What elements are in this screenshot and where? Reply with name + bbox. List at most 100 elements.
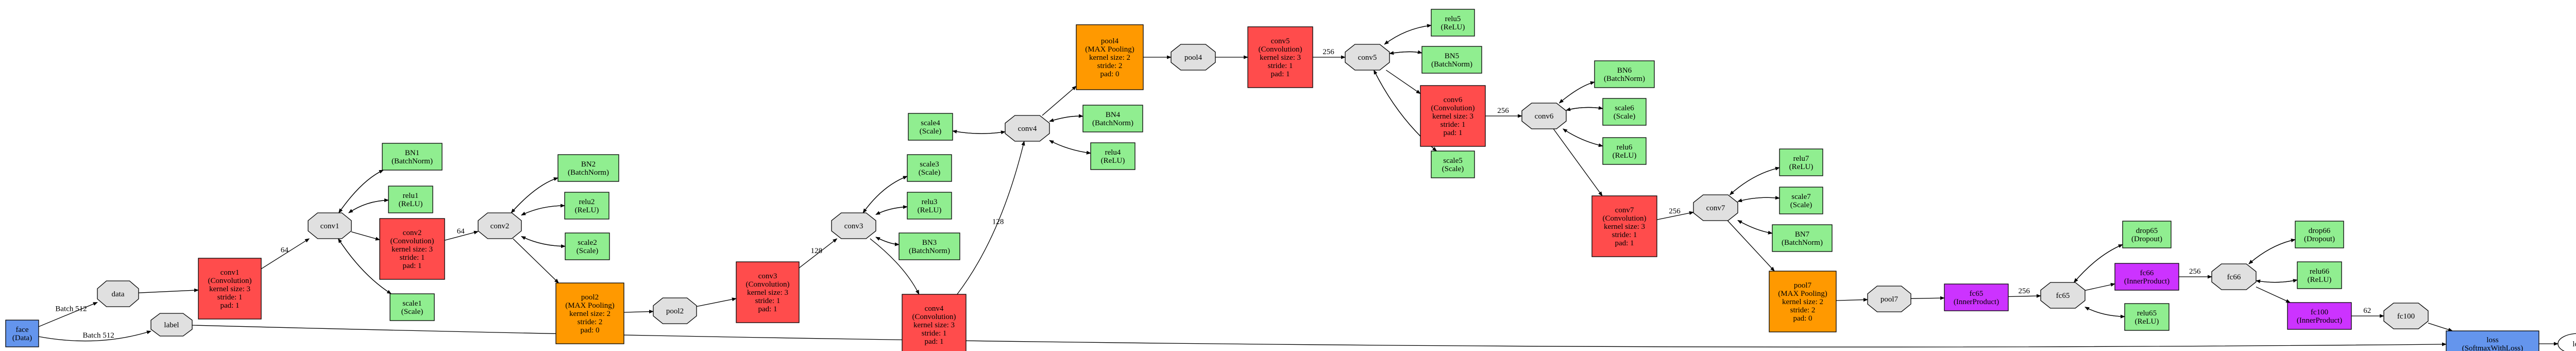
edge-conv6b-to-relu6	[1563, 129, 1603, 146]
node-BN4: BN4(BatchNorm)	[1083, 105, 1143, 132]
node-detail: (ReLU)	[1441, 23, 1465, 31]
node-title: conv3	[758, 272, 777, 280]
node-relu4: relu4(ReLU)	[1091, 143, 1135, 170]
edge-conv6b-to-BN6	[1560, 82, 1595, 103]
node-detail: (ReLU)	[2135, 317, 2159, 326]
node-detail: (ReLU)	[918, 206, 942, 214]
node-detail: (Convolution)	[391, 237, 434, 245]
node-detail: kernel size: 2	[1782, 298, 1823, 306]
edge-label: 64	[281, 246, 289, 255]
node-title: BN6	[1617, 66, 1632, 75]
node-detail: (BatchNorm)	[568, 169, 609, 177]
node-BN3: BN3(BatchNorm)	[899, 233, 960, 260]
edge-fc66b-to-drop66	[2249, 240, 2295, 264]
node-detail: (ReLU)	[1101, 157, 1125, 165]
node-BN2: BN2(BatchNorm)	[558, 155, 619, 181]
edge-BN4-to-conv4b	[1049, 116, 1083, 121]
node-conv4b: conv4	[1005, 115, 1049, 141]
node-title: pool7	[1880, 295, 1899, 304]
node-scale6: scale6(Scale)	[1603, 98, 1646, 125]
edge-conv1b-to-relu1	[349, 200, 388, 213]
node-face: face(Data)	[6, 320, 39, 347]
node-detail: (MAX Pooling)	[1085, 45, 1134, 54]
edge-conv2b-to-relu2	[521, 206, 565, 215]
node-title: fc100	[2311, 308, 2328, 316]
node-title: BN2	[581, 160, 596, 169]
node-relu6: relu6(ReLU)	[1603, 138, 1646, 164]
node-title: drop66	[2309, 227, 2331, 235]
edge-BN1-to-conv1b	[339, 170, 384, 213]
node-detail: kernel size: 3	[1432, 112, 1473, 121]
node-detail: (Scale)	[401, 308, 423, 316]
node-detail: pad: 0	[1793, 314, 1812, 323]
node-title: conv6	[1535, 112, 1554, 121]
node-detail: (Convolution)	[912, 313, 956, 321]
node-title: fc65	[2056, 292, 2070, 300]
node-detail: (ReLU)	[399, 200, 423, 208]
node-title: conv1	[320, 222, 340, 230]
node-detail: (Convolution)	[1603, 214, 1647, 223]
node-detail: stride: 1	[922, 329, 947, 338]
node-title: BN1	[405, 149, 419, 157]
edge-label: Batch 512	[55, 305, 87, 313]
node-title: conv6	[1444, 96, 1463, 104]
node-conv3b: conv3	[832, 213, 876, 239]
node-title: scale3	[920, 160, 939, 169]
edge-conv2b-to-BN2	[511, 178, 558, 213]
node-title: relu66	[2310, 268, 2330, 276]
node-title: pool2	[581, 293, 599, 302]
edge-scale6-to-conv6b	[1566, 107, 1603, 110]
edge-conv7b-to-BN7	[1738, 220, 1772, 233]
node-conv3: conv3(Convolution)kernel size: 3stride: …	[736, 262, 799, 323]
node-detail: (SoftmaxWithLoss)	[2462, 344, 2523, 351]
node-detail: kernel size: 3	[1260, 54, 1301, 62]
node-title: conv7	[1615, 206, 1634, 214]
edge-relu1-to-conv1b	[349, 200, 388, 213]
node-detail: (Scale)	[577, 247, 598, 255]
node-title: conv5	[1271, 37, 1290, 45]
node-detail: (Scale)	[1442, 165, 1464, 173]
node-fc66: fc66(InnerProduct)	[2115, 263, 2179, 290]
node-title: relu3	[922, 198, 938, 206]
edge-scale4-to-conv4b	[953, 131, 1005, 133]
edge-drop66-to-fc66b	[2249, 240, 2295, 264]
node-conv2: conv2(Convolution)kernel size: 3stride: …	[380, 219, 445, 279]
nodes-layer: face(Data)datalabelconv1(Convolution)ker…	[6, 9, 2576, 351]
node-title: BN7	[1795, 230, 1810, 239]
node-title: loss	[2572, 340, 2576, 348]
node-title: conv7	[1706, 204, 1725, 212]
node-BN5: BN5(BatchNorm)	[1422, 46, 1482, 73]
node-title: drop65	[2136, 227, 2158, 235]
edge-BN6-to-conv6b	[1560, 82, 1595, 103]
edge-relu4-to-conv4b	[1049, 140, 1091, 153]
edge-relu2-to-conv2b	[521, 206, 565, 215]
edge-pool2b-to-conv3	[697, 298, 736, 306]
node-detail: (BatchNorm)	[909, 247, 950, 255]
node-detail: pad: 1	[220, 302, 239, 310]
edge-conv1b-to-BN1	[339, 170, 384, 213]
node-detail: (ReLU)	[1613, 152, 1637, 160]
node-title: pool4	[1184, 54, 1202, 62]
node-detail: (BatchNorm)	[1431, 60, 1472, 69]
node-pool7b: pool7	[1868, 286, 1911, 312]
edge-label: 256	[1669, 207, 1681, 215]
node-fc100b: fc100	[2384, 303, 2428, 329]
node-detail: pad: 1	[1615, 239, 1634, 247]
node-label: label	[151, 313, 192, 336]
node-title: fc65	[1970, 290, 1984, 298]
node-BN6: BN6(BatchNorm)	[1595, 61, 1654, 88]
node-title: scale7	[1791, 193, 1811, 201]
node-title: fc66	[2140, 269, 2154, 277]
edge-label: 256	[1497, 107, 1509, 115]
node-detail: pad: 1	[402, 262, 421, 270]
node-title: label	[164, 321, 179, 329]
edge-BN2-to-conv2b	[511, 178, 558, 213]
node-detail: pad: 0	[580, 326, 599, 335]
node-detail: pad: 1	[924, 338, 943, 346]
edge-conv4b-to-pool4	[1042, 86, 1076, 115]
node-conv7b: conv7	[1693, 195, 1738, 221]
edge-label: 256	[2189, 268, 2201, 276]
node-title: BN4	[1106, 111, 1121, 119]
node-scale7: scale7(Scale)	[1780, 187, 1823, 214]
